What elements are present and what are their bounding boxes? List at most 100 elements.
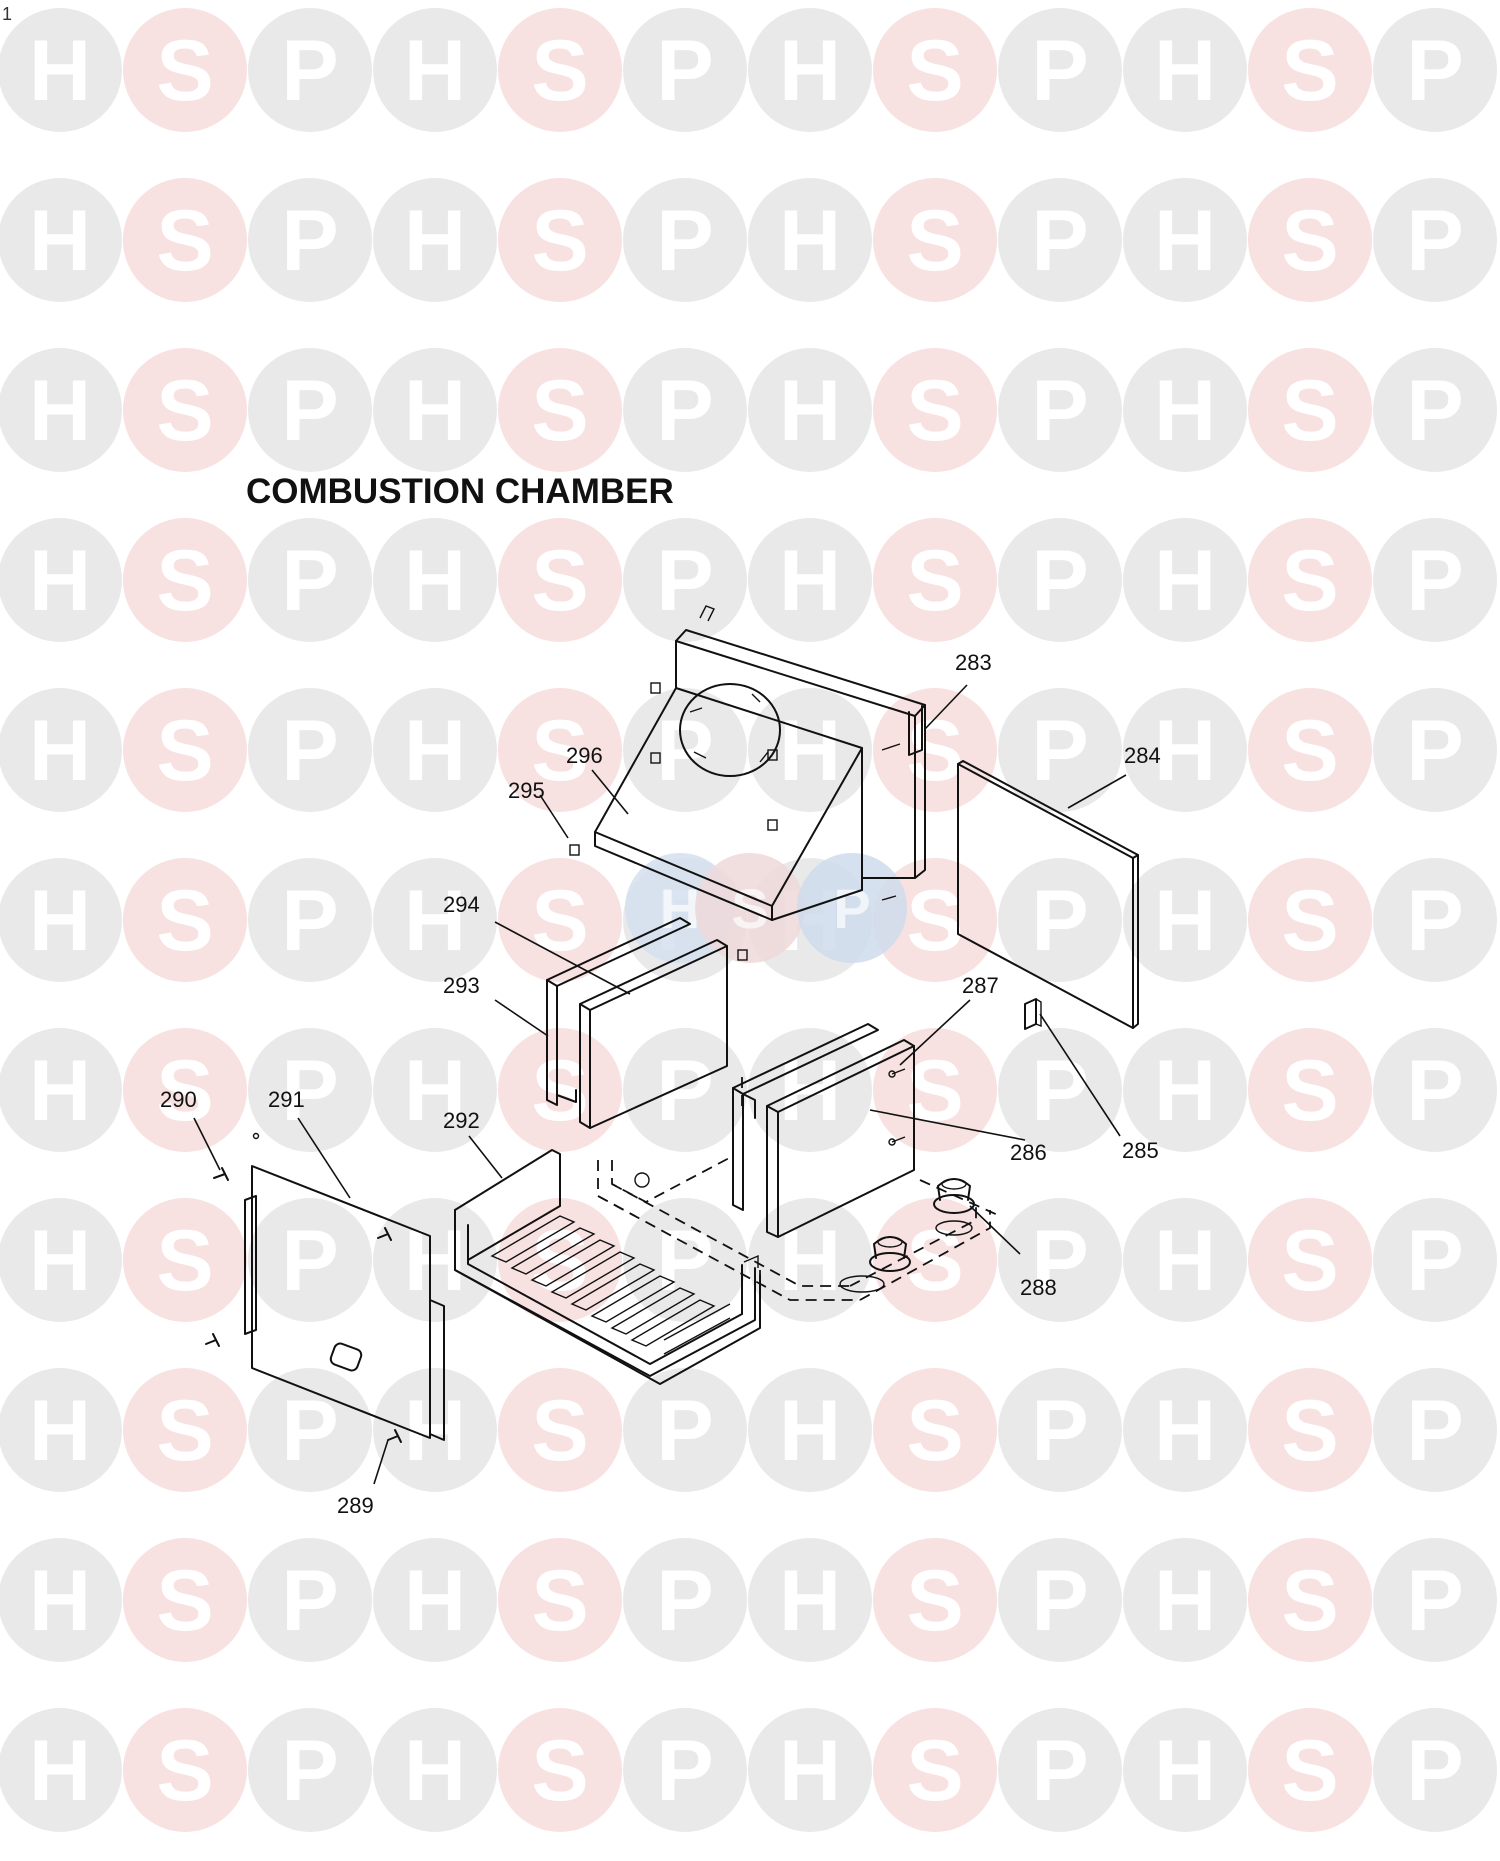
screws-drawing	[205, 1167, 402, 1443]
panel-284-drawing	[957, 760, 1139, 1029]
watermark-circle-p	[1373, 1538, 1497, 1662]
watermark-circle-h	[373, 178, 497, 302]
watermark-circle-s	[1248, 178, 1372, 302]
watermark-letter-h: H	[1154, 1723, 1216, 1819]
watermark-circle-p	[248, 518, 372, 642]
watermark-circle-h	[1123, 688, 1247, 812]
watermark-circle-p	[623, 1708, 747, 1832]
watermark-letter-h: H	[1154, 1213, 1216, 1309]
watermark-circle-s	[1248, 1538, 1372, 1662]
watermark-letter-p: P	[1031, 1383, 1088, 1479]
watermark-circle-s	[498, 1368, 622, 1492]
watermark-letter-h: H	[1154, 1383, 1216, 1479]
watermark-circle-s	[498, 1538, 622, 1662]
watermark-letter-h: H	[779, 1553, 841, 1649]
watermark-circle-p	[1373, 348, 1497, 472]
watermark-letter-p: P	[1031, 1553, 1088, 1649]
center-watermark-circle-p	[797, 853, 907, 963]
watermark-circle-h	[373, 518, 497, 642]
center-watermark-letter-s: S	[731, 877, 768, 940]
watermark-circle-p	[1373, 1708, 1497, 1832]
watermark-circle-s	[123, 858, 247, 982]
watermark-circle-h	[1123, 1198, 1247, 1322]
hood-296-drawing	[569, 605, 926, 961]
watermark-letter-p: P	[1406, 1723, 1463, 1819]
watermark-circle-p	[1373, 178, 1497, 302]
clip-285-drawing	[1024, 998, 1042, 1030]
part-label-283: 283	[955, 650, 992, 675]
watermark-letter-h: H	[779, 23, 841, 119]
center-watermark-circle-s	[695, 853, 805, 963]
watermark-letter-s: S	[906, 1213, 963, 1309]
watermark-circle-s	[498, 1708, 622, 1832]
watermark-circle-p	[998, 1028, 1122, 1152]
part-label-286: 286	[1010, 1140, 1047, 1165]
watermark-letter-h: H	[779, 1213, 841, 1309]
watermark-circle-h	[1123, 348, 1247, 472]
watermark-letter-h: H	[1154, 1043, 1216, 1139]
watermark-circle-s	[873, 858, 997, 982]
watermark-letter-s: S	[906, 1553, 963, 1649]
watermark-circle-s	[123, 1538, 247, 1662]
watermark-circle-s	[873, 8, 997, 132]
watermark-letter-s: S	[1281, 1213, 1338, 1309]
leader-lines	[193, 684, 1127, 1485]
watermark-circle-p	[998, 348, 1122, 472]
diagram-title: COMBUSTION CHAMBER	[246, 472, 674, 511]
watermark-letter-h: H	[779, 193, 841, 289]
watermark-letter-h: H	[779, 1383, 841, 1479]
watermark-letter-h: H	[29, 703, 91, 799]
watermark-circle-s	[873, 1028, 997, 1152]
watermark-letter-s: S	[1281, 703, 1338, 799]
watermark-letter-s: S	[906, 873, 963, 969]
watermark-letter-p: P	[656, 23, 713, 119]
watermark-letter-p: P	[1031, 363, 1088, 459]
part-label-285: 285	[1122, 1138, 1159, 1163]
drawing	[193, 605, 1139, 1485]
watermark-circle-p	[248, 348, 372, 472]
watermark-letter-h: H	[1154, 193, 1216, 289]
watermark-letter-s: S	[156, 533, 213, 629]
watermark-circle-h	[1123, 518, 1247, 642]
watermark-letter-h: H	[29, 1213, 91, 1309]
watermark-letter-s: S	[1281, 1723, 1338, 1819]
watermark-letter-s: S	[906, 533, 963, 629]
watermark-letter-h: H	[1154, 23, 1216, 119]
watermark-letter-s: S	[156, 363, 213, 459]
watermark-circle-p	[1373, 688, 1497, 812]
watermark-letter-s: S	[156, 23, 213, 119]
watermark-circle-p	[1373, 8, 1497, 132]
watermark-circle-s	[498, 348, 622, 472]
watermark-circle-p	[248, 688, 372, 812]
watermark-letter-p: P	[656, 1213, 713, 1309]
watermark-circle-s	[1248, 1368, 1372, 1492]
watermark-circle-s	[1248, 858, 1372, 982]
watermark-circle-h	[0, 688, 122, 812]
watermark-circle-p	[998, 1538, 1122, 1662]
watermark-letter-s: S	[906, 363, 963, 459]
watermark-circle-p	[1373, 518, 1497, 642]
watermark-circle-h	[0, 1538, 122, 1662]
watermark-letter-p: P	[656, 1553, 713, 1649]
watermark-circle-p	[248, 858, 372, 982]
watermark-circle-h	[1123, 8, 1247, 132]
watermark-circle-s	[123, 1198, 247, 1322]
watermark-letter-p: P	[281, 1043, 338, 1139]
watermark-circle-h	[373, 348, 497, 472]
watermark-letter-p: P	[281, 873, 338, 969]
watermark-letter-h: H	[29, 533, 91, 629]
watermark-letter-p: P	[281, 1383, 338, 1479]
watermark-letter-p: P	[1406, 1553, 1463, 1649]
watermark-circle-s	[123, 518, 247, 642]
watermark-letter-p: P	[1031, 703, 1088, 799]
watermark-circle-s	[873, 178, 997, 302]
watermark-letter-h: H	[1154, 703, 1216, 799]
watermark-circle-h	[1123, 1538, 1247, 1662]
watermark-circle-s	[123, 1028, 247, 1152]
watermark-circle-p	[1373, 1198, 1497, 1322]
watermark-circle-p	[248, 1028, 372, 1152]
watermark-circle-h	[373, 1028, 497, 1152]
watermark-circle-h	[373, 858, 497, 982]
watermark-circle-h	[0, 348, 122, 472]
